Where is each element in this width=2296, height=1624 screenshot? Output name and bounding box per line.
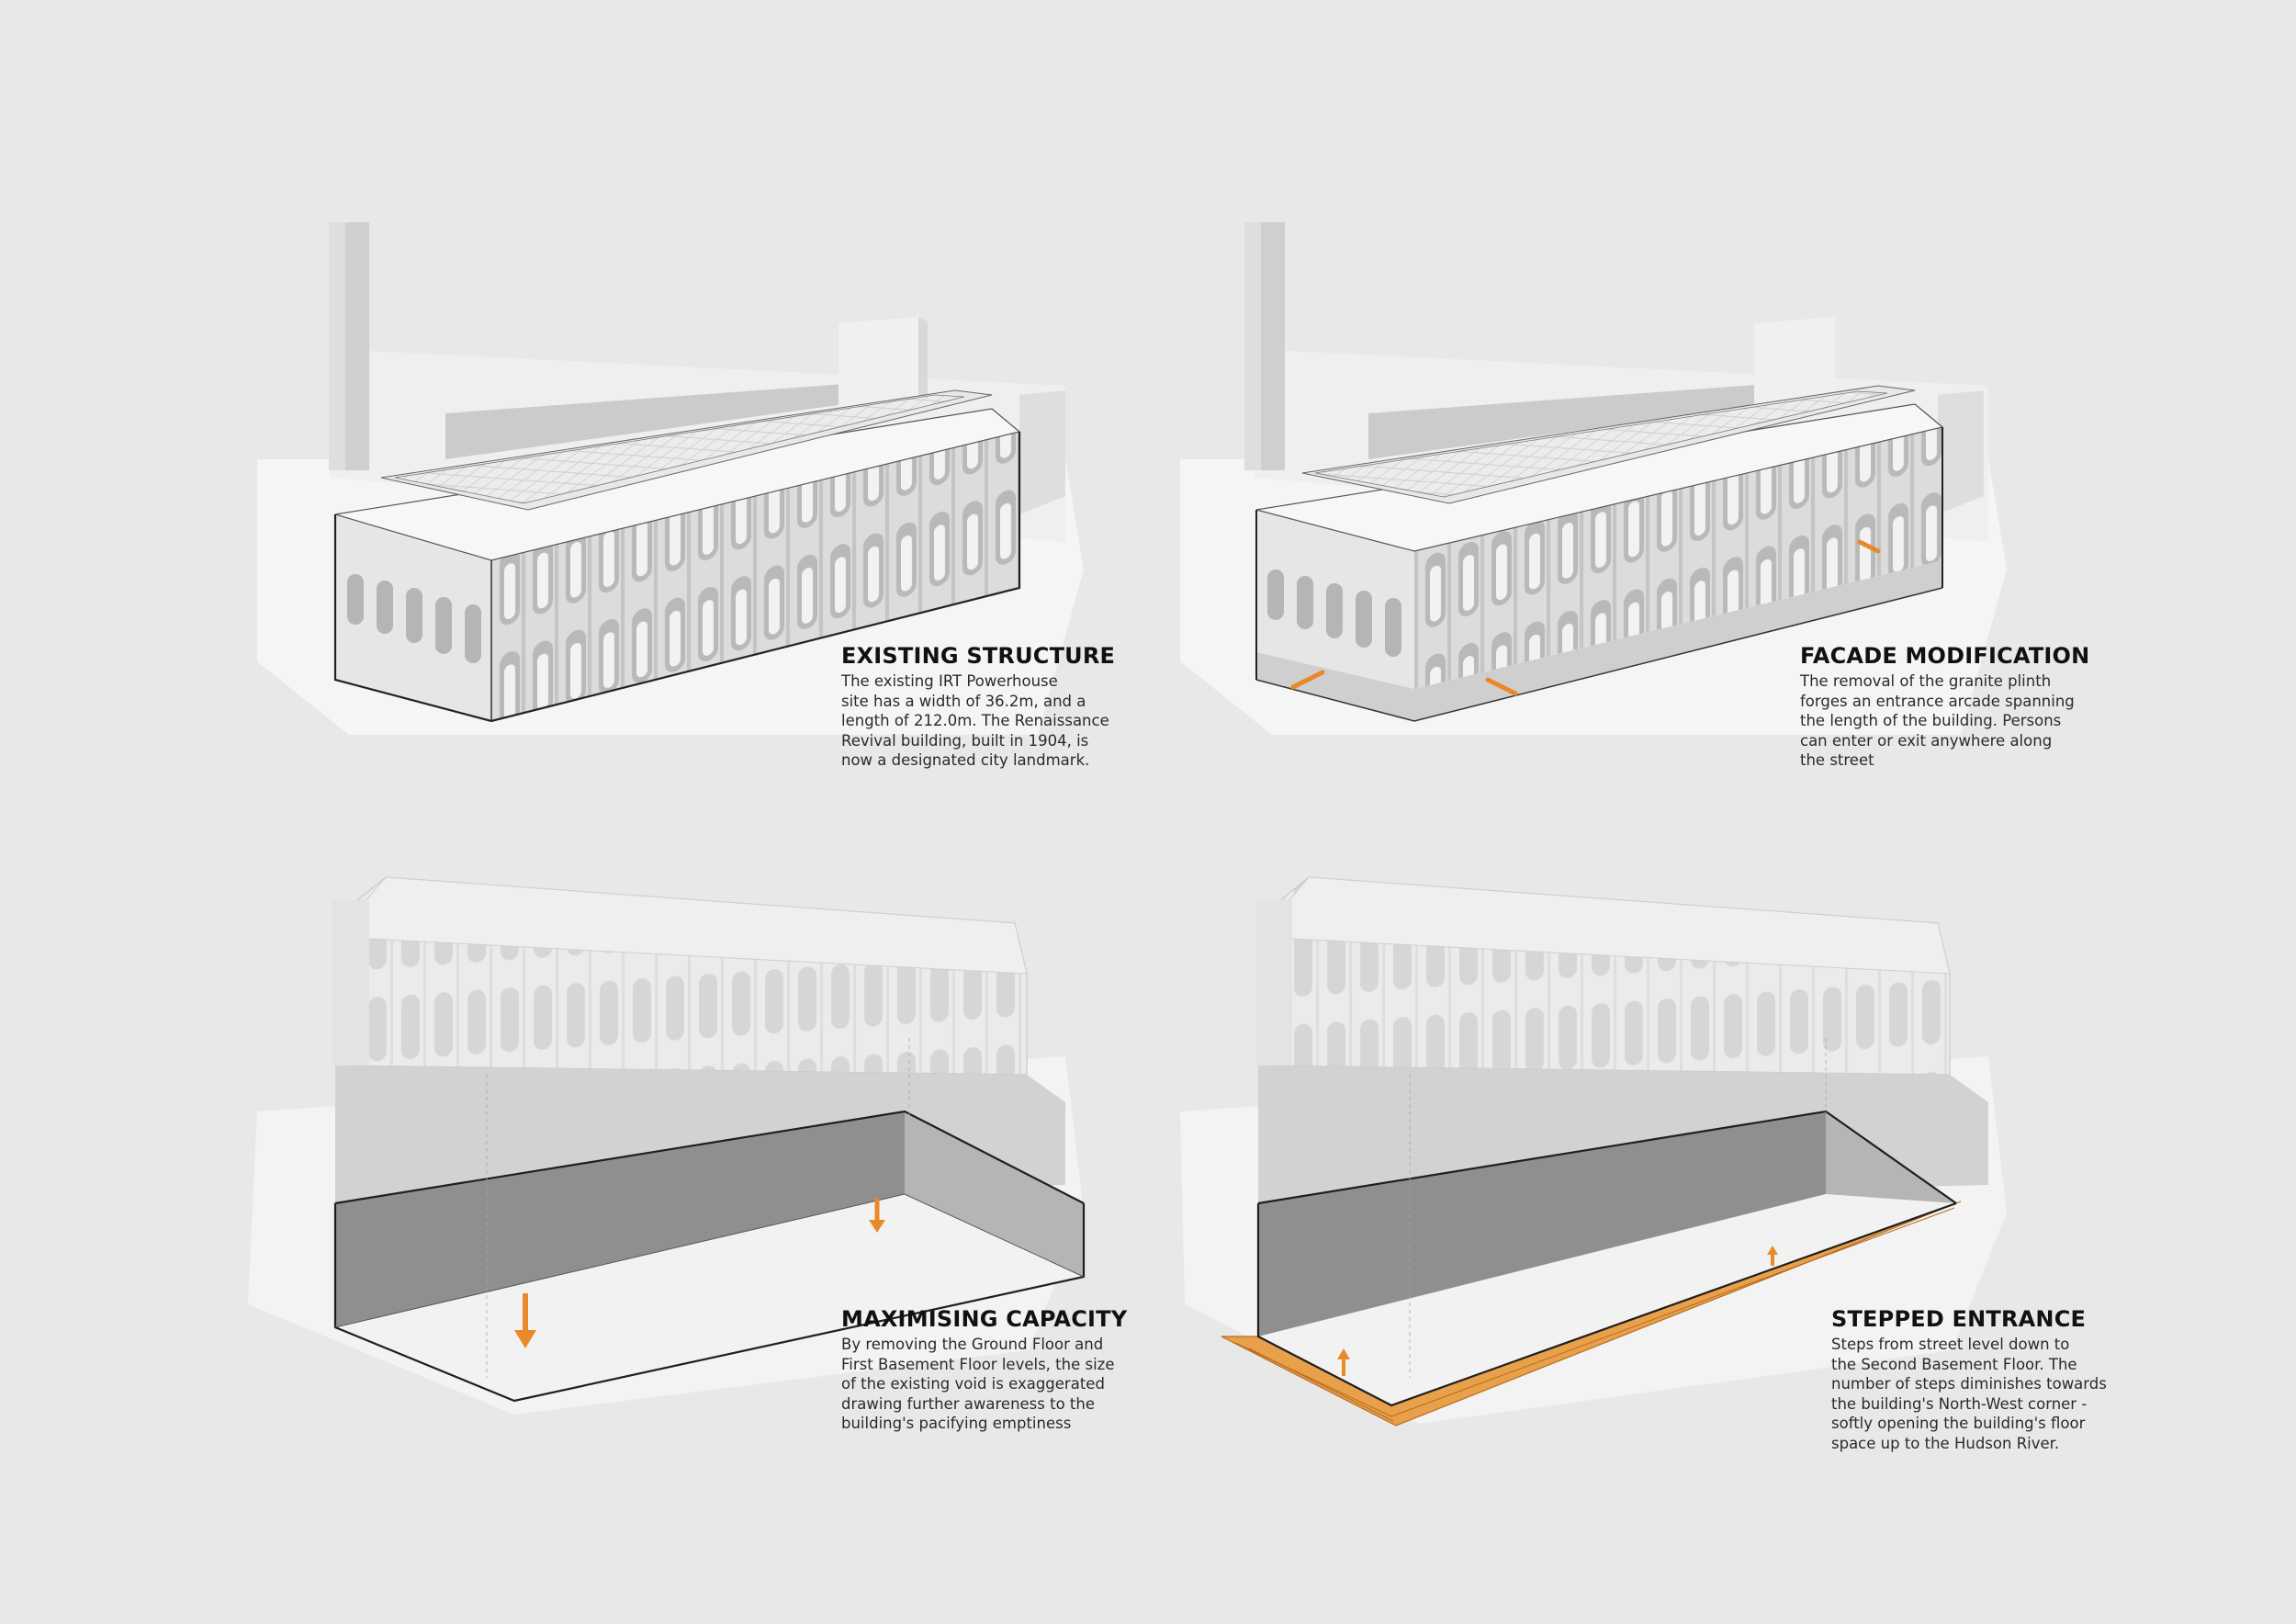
void-floor <box>1258 1194 1956 1405</box>
void-side-wall <box>905 1111 1084 1277</box>
panel-text-line: space up to the Hudson River. <box>1831 1434 2060 1452</box>
panel-text-line: length of 212.0m. The Renaissance <box>841 712 1109 729</box>
void-floor <box>335 1194 1084 1401</box>
panel-maximising-capacity: MAXIMISING CAPACITY By removing the Grou… <box>841 1306 1127 1434</box>
panel-title: EXISTING STRUCTURE <box>841 643 1116 669</box>
entry-arrows <box>1290 539 1881 696</box>
roof-skylight <box>1314 390 1888 498</box>
chimney <box>332 900 369 1066</box>
panel-title: FACADE MODIFICATION <box>1800 643 2090 669</box>
roof-skylight <box>394 394 965 504</box>
panel-existing-structure: EXISTING STRUCTURE The existing IRT Powe… <box>841 643 1115 771</box>
panel-title: STEPPED ENTRANCE <box>1831 1306 2087 1332</box>
panel-text-line: the building's North-West corner - <box>1831 1394 2088 1413</box>
panel-text-line: Steps from street level down to <box>1831 1336 2070 1353</box>
panel-text-line: the street <box>1800 751 1874 769</box>
panel-text-line: softly opening the building's floor <box>1831 1415 2086 1432</box>
panel-title: MAXIMISING CAPACITY <box>841 1306 1128 1332</box>
panel-text-line: By removing the Ground Floor and <box>841 1336 1104 1353</box>
side-facade <box>491 432 1019 721</box>
boiler-house <box>445 384 845 459</box>
panel-text-line: now a designated city landmark. <box>841 751 1090 769</box>
annex-tower <box>838 317 918 413</box>
panel-text-line: the length of the building. Persons <box>1800 712 2062 729</box>
panel-text-line: First Basement Floor levels, the size <box>841 1355 1115 1373</box>
panel-text-line: forges an entrance arcade spanning <box>1800 692 2075 710</box>
panel-text-line: of the existing void is exaggerated <box>841 1375 1105 1393</box>
chimney <box>1255 900 1292 1066</box>
panel-text-line: the Second Basement Floor. The <box>1831 1355 2077 1373</box>
panel-text-line: number of steps diminishes towards <box>1831 1375 2107 1393</box>
panel-facade-modification: FACADE MODIFICATION The removal of the g… <box>1800 643 2089 771</box>
panel-stepped-entrance: STEPPED ENTRANCE Steps from street level… <box>1831 1306 2107 1453</box>
entry-arrow <box>1485 677 1518 696</box>
entry-arrow <box>1857 539 1881 554</box>
facade-modification-drawing <box>1180 222 2007 735</box>
void-back-wall <box>335 1111 905 1327</box>
stepped-entrance-drawing <box>1180 876 2007 1427</box>
panel-text-line: site has a width of 36.2m, and a <box>841 692 1086 710</box>
panel-text-line: can enter or exit anywhere along <box>1800 731 2053 750</box>
panel-text-line: building's pacifying emptiness <box>841 1415 1072 1432</box>
void-back-wall <box>1258 1111 1826 1336</box>
panel-text-line: drawing further awareness to the <box>841 1394 1096 1413</box>
entry-arrow <box>1290 670 1325 690</box>
maximising-capacity-drawing <box>248 876 1086 1415</box>
annex-tower <box>1754 317 1835 413</box>
side-facade <box>1414 427 1942 689</box>
removal-arrows <box>514 1199 885 1348</box>
up-arrows <box>1337 1246 1778 1376</box>
existing-structure-drawing <box>257 222 1084 735</box>
panel-text-line: The existing IRT Powerhouse <box>841 672 1058 690</box>
panel-text-line: Revival building, built in 1904, is <box>841 731 1089 750</box>
panel-text-line: The removal of the granite plinth <box>1800 672 2052 690</box>
